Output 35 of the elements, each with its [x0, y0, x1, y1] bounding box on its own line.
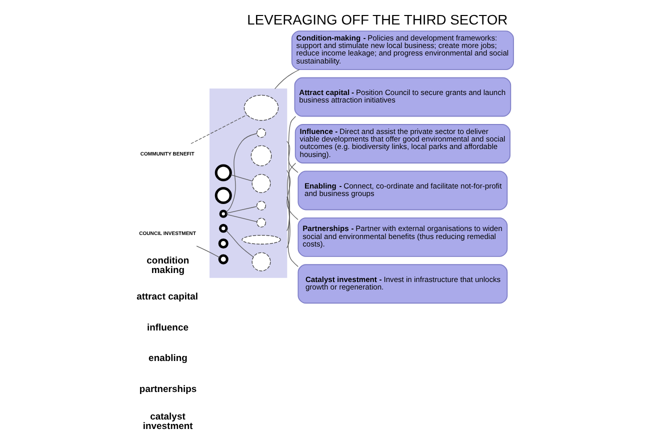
node-circle — [218, 238, 228, 249]
label: partnerships — [139, 384, 197, 396]
node-circle — [218, 224, 228, 233]
label: attract capital — [136, 291, 198, 302]
cluster — [210, 88, 288, 278]
connector — [226, 133, 258, 213]
node-circle — [252, 252, 271, 272]
node-circle — [252, 174, 271, 193]
connector — [196, 246, 220, 258]
node-ellipse — [244, 94, 279, 121]
node-circle — [256, 200, 266, 210]
connector — [286, 162, 296, 248]
label: enabling — [148, 353, 188, 364]
connector — [226, 214, 258, 222]
connector — [230, 174, 253, 182]
connector — [286, 170, 298, 220]
label: condition making — [146, 256, 190, 276]
node-circle — [218, 254, 228, 264]
connector — [226, 206, 258, 214]
label: catalyst investment — [142, 412, 193, 432]
connector — [226, 230, 254, 258]
node-circle — [219, 210, 228, 218]
connector — [286, 116, 296, 232]
node-circle — [256, 218, 266, 228]
node-circle — [214, 164, 232, 182]
diagram-title: LEVERAGING OFF THE THIRD SECTOR — [247, 11, 508, 28]
connector — [286, 140, 298, 173]
label: influence — [146, 322, 188, 334]
node-circle — [214, 186, 232, 204]
node-ellipse — [242, 234, 281, 244]
node-circle — [256, 128, 266, 138]
node-circle — [250, 145, 272, 166]
connector — [286, 196, 298, 267]
connector — [190, 114, 248, 144]
connector — [274, 69, 300, 90]
